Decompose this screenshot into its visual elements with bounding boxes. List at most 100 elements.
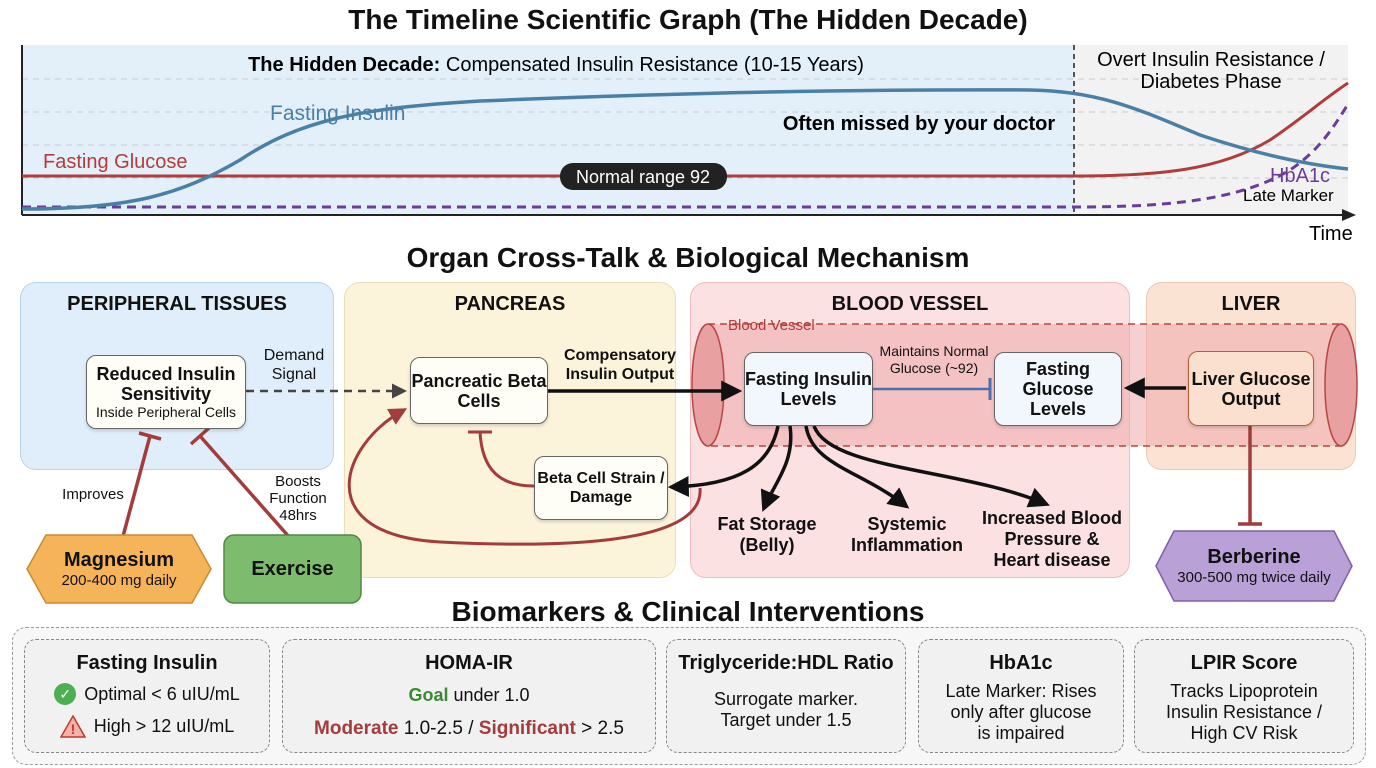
magnesium-dose: 200-400 mg daily <box>61 572 177 589</box>
card-lpir-title: LPIR Score <box>1190 652 1298 674</box>
card-homa-title: HOMA-IR <box>425 652 513 674</box>
strain-inhibit-line <box>478 431 535 488</box>
fasting-insulin-curve <box>21 88 1349 211</box>
card-homa-ir: HOMA-IR Goal under 1.0 Moderate 1.0-2.5 … <box>282 639 656 753</box>
lpir-line3: High CV Risk <box>1190 723 1298 743</box>
insulin-to-strain-arrow <box>667 425 780 497</box>
homa-moderate-rest: 1.0-2.5 / <box>398 718 479 739</box>
hba1c-line1: Late Marker: Rises <box>945 681 1097 701</box>
x-axis-arrowhead <box>1342 209 1356 221</box>
hba1c-line2: only after glucose <box>950 702 1092 722</box>
beta-cells-label: Pancreatic Beta Cells <box>411 370 547 411</box>
card-fasting-insulin: Fasting Insulin ✓ Optimal < 6 uIU/mL ! H… <box>24 639 270 753</box>
optimal-row: ✓ Optimal < 6 uIU/mL <box>25 683 269 705</box>
reduced-sensitivity-sub: Inside Peripheral Cells <box>95 403 237 420</box>
inflammation-arrow <box>804 425 910 509</box>
liver-title: LIVER <box>1221 293 1281 315</box>
hba1c-curve <box>22 103 1350 209</box>
fasting-insulin-node: Fasting Insulin Levels <box>744 352 873 426</box>
homa-moderate-word: Moderate <box>314 718 399 739</box>
exercise-label: Exercise <box>251 557 334 580</box>
blood-pressure-label: Increased Blood Pressure & Heart disease <box>981 508 1123 570</box>
pancreas-panel: PANCREAS <box>344 282 676 578</box>
magnesium-inhibit-bar <box>138 431 162 441</box>
homa-significant-rest: > 2.5 <box>575 718 624 739</box>
card-hba1c-title: HbA1c <box>989 652 1053 674</box>
hidden-decade-region <box>22 45 1074 215</box>
fat-storage-arrow <box>760 425 793 512</box>
fasting-insulin-node-label: Fasting Insulin Levels <box>745 369 873 409</box>
trig-line2: Target under 1.5 <box>720 710 852 730</box>
maintains-label: Maintains Normal Glucose (~92) <box>879 343 989 376</box>
liver-output-label: Liver Glucose Output <box>1191 368 1311 409</box>
homa-significant-word: Significant <box>478 718 576 739</box>
magnesium-label: Magnesium <box>63 549 175 571</box>
compensatory-label: Compensatory Insulin Output <box>563 347 677 383</box>
fat-storage-label: Fat Storage (Belly) <box>717 514 817 555</box>
late-marker-label: Late Marker <box>1243 186 1334 205</box>
lpir-line1: Tracks Lipoprotein <box>1170 681 1318 701</box>
liver-output-node: Liver Glucose Output <box>1188 351 1314 426</box>
check-circle-icon: ✓ <box>54 683 77 705</box>
exercise-shape <box>223 534 362 604</box>
mechanism-title: Organ Cross-Talk & Biological Mechanism <box>406 242 970 273</box>
svg-text:!: ! <box>70 721 75 737</box>
beta-strain-label: Beta Cell Strain / Damage <box>537 470 665 506</box>
magnesium-inhibit-line <box>120 435 152 541</box>
high-row: ! High > 12 uIU/mL <box>25 715 269 738</box>
feedback-loop-arrow <box>347 408 702 546</box>
hba1c-label: HbA1c <box>1270 165 1330 187</box>
berberine-shape <box>1155 530 1353 602</box>
warning-triangle-icon: ! <box>59 715 86 738</box>
normal-range-label: Normal range 92 <box>576 167 710 187</box>
homa-goal: Goal under 1.0 <box>283 685 655 706</box>
vessel-right-end <box>1324 323 1358 447</box>
mechanism-arrows: Blood Vessel <box>26 317 1358 604</box>
homa-goal-word: Goal <box>408 685 449 705</box>
biomarkers-title: Biomarkers & Clinical Interventions <box>451 596 925 627</box>
peripheral-title: PERIPHERAL TISSUES <box>67 293 287 315</box>
reduced-sensitivity-title: Reduced Insulin Sensitivity <box>96 363 236 404</box>
pancreas-title: PANCREAS <box>454 293 566 315</box>
fasting-glucose-node-label: Fasting Glucose Levels <box>1022 359 1094 419</box>
demand-signal-label: Demand Signal <box>263 347 325 383</box>
fasting-glucose-node: Fasting Glucose Levels <box>994 352 1122 426</box>
exercise-inhibit-line <box>198 434 292 540</box>
hidden-decade-label: The Hidden Decade: Compensated Insulin R… <box>248 54 864 76</box>
card-triglyceride: Triglyceride:HDL Ratio Surrogate marker.… <box>666 639 906 753</box>
berberine-dose: 300-500 mg twice daily <box>1177 569 1331 586</box>
exercise-box: Exercise <box>224 535 361 603</box>
card-trig-title: Triglyceride:HDL Ratio <box>678 652 894 674</box>
magnesium-box: Magnesium 200-400 mg daily <box>46 539 192 599</box>
time-axis-label: Time <box>1309 223 1353 245</box>
berberine-box: Berberine 300-500 mg twice daily <box>1166 535 1342 597</box>
timeline-title: The Timeline Scientific Graph (The Hidde… <box>348 4 1028 35</box>
magnesium-shape <box>26 534 212 604</box>
vessel-label: Blood Vessel <box>728 317 815 334</box>
exercise-inhibit-bar <box>189 426 211 446</box>
normal-range-pill <box>560 163 727 190</box>
optimal-text: Optimal < 6 uIU/mL <box>84 683 240 704</box>
beta-strain-node: Beta Cell Strain / Damage <box>534 456 668 520</box>
blood-vessel-title: BLOOD VESSEL <box>831 293 989 315</box>
overt-phase-label-1: Overt Insulin Resistance / <box>1097 49 1325 71</box>
often-missed-label: Often missed by your doctor <box>783 113 1055 135</box>
improves-label: Improves <box>62 486 124 503</box>
vessel-left-end <box>691 323 725 447</box>
reduced-sensitivity-node: Reduced Insulin Sensitivity Inside Perip… <box>86 355 246 429</box>
beta-cells-node: Pancreatic Beta Cells <box>410 357 548 424</box>
fasting-glucose-label: Fasting Glucose <box>43 151 188 173</box>
homa-goal-rest: under 1.0 <box>448 685 530 705</box>
trig-line1: Surrogate marker. <box>713 689 859 709</box>
lpir-line2: Insulin Resistance / <box>1165 702 1323 722</box>
card-hba1c: HbA1c Late Marker: Rises only after gluc… <box>918 639 1124 753</box>
overt-phase-label-2: Diabetes Phase <box>1140 71 1281 93</box>
overt-phase-region <box>1074 45 1348 215</box>
card-fasting-insulin-title: Fasting Insulin <box>76 652 218 674</box>
timeline-graph: Normal range 92 The Hidden Decade: Compe… <box>21 45 1356 245</box>
fasting-insulin-label: Fasting Insulin <box>270 102 405 125</box>
card-lpir: LPIR Score Tracks Lipoprotein Insulin Re… <box>1134 639 1354 753</box>
homa-ranges: Moderate 1.0-2.5 / Significant > 2.5 <box>283 718 655 739</box>
boosts-label: Boosts Function 48hrs <box>269 473 327 524</box>
